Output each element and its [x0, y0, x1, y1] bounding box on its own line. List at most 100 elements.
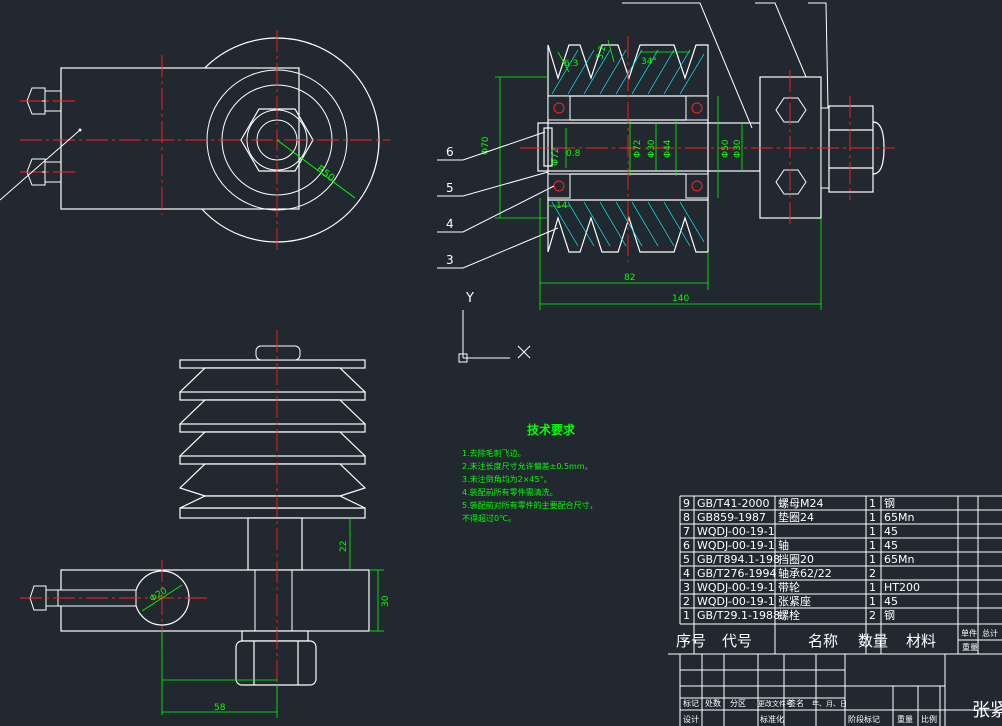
- bom-cell-qty: 1: [869, 581, 876, 594]
- dim-140: 140: [672, 294, 689, 304]
- tb-stage-mark: 阶段标记: [848, 714, 880, 724]
- bom-cell-material: 45: [884, 525, 898, 538]
- tb-date: 年、月、日: [812, 699, 847, 708]
- bom-cell-material: 65Mn: [884, 553, 914, 566]
- bom-cell-code: GB/T29.1-1988: [697, 609, 780, 622]
- bom-cell-code: GB859-1987: [697, 511, 766, 524]
- tb-signature: 签名: [788, 698, 804, 708]
- bom-cell-name: 挡圈20: [778, 552, 814, 566]
- tb-weight: 重量: [897, 714, 913, 724]
- bom-cell-material: 钢: [884, 609, 895, 622]
- dim-phi30-right: Φ30: [733, 139, 743, 158]
- dim-58: 58: [214, 703, 226, 713]
- bom-cell-no: 3: [683, 581, 690, 594]
- dim-phi44: Φ44: [663, 139, 673, 158]
- bom-header-weight: 单件 总计 重量: [961, 628, 998, 652]
- dim-phi50: Φ50: [721, 139, 731, 158]
- bearings: [547, 95, 709, 199]
- dim-3-2: 3.2: [595, 44, 608, 60]
- dim-phi30-mid: Φ30: [647, 139, 657, 158]
- dim-30: 30: [381, 595, 391, 607]
- bom-header-unit-weight: 单件: [961, 628, 977, 638]
- tb-scale: 比例: [921, 714, 937, 724]
- bom-cell-no: 9: [683, 497, 690, 510]
- title-block-grid: [679, 654, 1002, 726]
- tech-item-2: 2.未注长度尺寸允许偏差±0.5mm。: [462, 461, 593, 471]
- bom-cell-qty: 1: [869, 497, 876, 510]
- balloon-5: 5: [446, 181, 454, 195]
- tb-standardize: 标准化: [760, 714, 784, 724]
- bom-header-code: 代号: [722, 632, 752, 650]
- balloon-6: 6: [446, 145, 454, 159]
- bom-header-weight-label: 重量: [962, 642, 978, 652]
- dim-6-3: 6.3: [564, 59, 578, 69]
- pulley-hatch-bottom: [551, 201, 705, 247]
- hub: [247, 517, 303, 571]
- bom-header-name: 名称: [808, 632, 838, 650]
- bom-header: 序号 代号 名称 数量 材料: [676, 632, 936, 650]
- bom-header-total-weight: 总计: [982, 628, 998, 638]
- tech-item-1: 1.去除毛刺飞边。: [462, 448, 526, 458]
- bom-cell-material: 45: [884, 595, 898, 608]
- bearing-balls: [553, 102, 703, 192]
- bom-cell-code: WQDJ-00-19-1: [697, 539, 775, 552]
- bom-cell-material: 65Mn: [884, 511, 914, 524]
- tech-requirements: 技术要求 1.去除毛刺飞边。 2.未注长度尺寸允许偏差±0.5mm。 3.未注倒…: [462, 422, 598, 523]
- bom-cell-qty: 1: [869, 553, 876, 566]
- bom-cell-qty: 1: [869, 539, 876, 552]
- bom-cell-no: 5: [683, 553, 690, 566]
- bom-cell-qty: 1: [869, 595, 876, 608]
- section-centerlines: [520, 36, 895, 262]
- tech-title: 技术要求: [527, 422, 576, 437]
- bom-cell-code: GB/T894.1-198: [697, 553, 780, 566]
- tech-item-5: 5.装配前对所有零件的主要配合尺寸，: [462, 500, 598, 510]
- tech-item-6: 不得超过0℃。: [462, 513, 516, 523]
- bom-cell-code: GB/T41-2000: [697, 497, 769, 510]
- bom-grid: [668, 495, 1002, 655]
- bom-cell-name: 带轮: [778, 580, 800, 594]
- front-dimension-lines: [141, 518, 384, 718]
- front-view: 22 30 58 Φ20: [20, 330, 391, 718]
- bom-header-no: 序号: [676, 632, 706, 650]
- bom-cell-no: 1: [683, 609, 690, 622]
- bom-cell-material: HT200: [884, 581, 920, 594]
- dim-22: 22: [339, 541, 349, 552]
- nut: [828, 105, 885, 193]
- bom-cell-name: 张紧座: [778, 594, 811, 608]
- bom-cell-material: 45: [884, 539, 898, 552]
- bom-cell-material: 钢: [884, 497, 895, 510]
- bom-cell-qty: 1: [869, 511, 876, 524]
- pulley-hatch-top: [551, 49, 705, 95]
- section-view: Φ70 82 140 14 0.8 6.3 3.2 34° Φ72 Φ72 Φ3…: [437, 36, 895, 310]
- top-nut: [255, 345, 301, 361]
- bom-header-material: 材料: [906, 632, 936, 650]
- bom-cell-name: 螺母M24: [778, 497, 824, 510]
- tech-items: 1.去除毛刺飞边。 2.未注长度尺寸允许偏差±0.5mm。 3.未注倒角均为2×…: [462, 448, 598, 523]
- tensioner-base: [60, 67, 300, 210]
- tb-zone: 分区: [730, 699, 746, 708]
- dim-phi72-mid: Φ72: [633, 139, 643, 158]
- bom-cell-no: 4: [683, 567, 690, 580]
- bom-cell-no: 2: [683, 595, 690, 608]
- bom-cell-code: GB/T276-1994: [697, 567, 776, 580]
- balloon-4: 4: [446, 217, 454, 231]
- bom-cell-name: 轴: [778, 538, 789, 552]
- bom-cell-code: WQDJ-00-19-1: [697, 581, 775, 594]
- bom-cell-code: WQDJ-00-19-1: [697, 595, 775, 608]
- section-dimension-lines: [495, 39, 822, 310]
- hex-nut-outline: [240, 108, 314, 172]
- tech-item-3: 3.未注倒角均为2×45°。: [462, 474, 552, 484]
- r50-dim-line: [276, 139, 356, 199]
- title-block-labels: 标记 处数 分区 更改文件号 签名 年、月、日 设计 标准化 阶段标记 重量 比…: [683, 698, 937, 724]
- pulley-front: [178, 359, 367, 519]
- bom-cell-no: 8: [683, 511, 690, 524]
- tb-mark: 标记: [683, 698, 699, 708]
- ucs-y-label: Y: [465, 291, 474, 306]
- dim-34-deg: 34°: [641, 57, 657, 67]
- bom-cell-qty: 2: [869, 567, 876, 580]
- balloon-labels: 6 5 4 3: [446, 145, 454, 267]
- tb-design: 设计: [683, 714, 699, 724]
